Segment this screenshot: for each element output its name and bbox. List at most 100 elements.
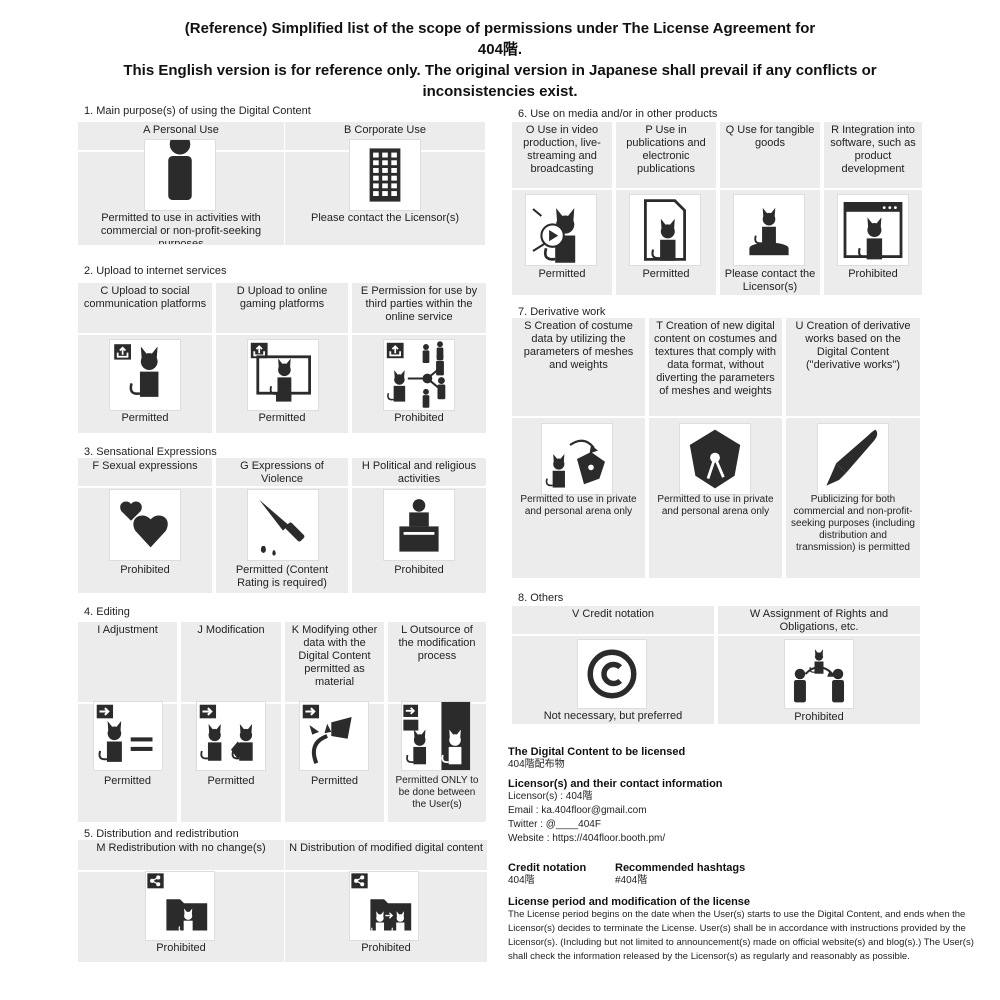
- permission-header-t: T Creation of new digital content on cos…: [654, 320, 777, 397]
- hearts-icon: [110, 490, 180, 560]
- costume-icon: [680, 424, 750, 494]
- section-label-sensational: 3. Sensational Expressions: [84, 446, 217, 458]
- permission-status-l: Permitted ONLY to be done between the Us…: [395, 775, 479, 810]
- material-icon: [300, 702, 368, 770]
- permission-header-j: J Modification: [197, 624, 265, 636]
- permission-status-n: Prohibited: [361, 942, 411, 954]
- licensor-line: Licensor(s) : 404階: [508, 791, 593, 802]
- permission-status-q: Please contact the Licensor(s): [724, 268, 816, 293]
- license-period-text: The License period begins on the date wh…: [508, 909, 974, 962]
- permission-header-o: O Use in video production, live-streamin…: [523, 124, 601, 175]
- permission-header-d: D Upload to online gaming platforms: [236, 285, 328, 310]
- podium-icon: [384, 490, 454, 560]
- cell-divider: [616, 188, 716, 190]
- permission-status-u: Publicizing for both commercial and non-…: [791, 494, 915, 553]
- website-line: Website : https://404floor.booth.pm/: [508, 833, 666, 844]
- permission-header-u: U Creation of derivative works based on …: [795, 320, 911, 371]
- permission-status-h: Prohibited: [394, 564, 444, 576]
- permission-header-r: R Integration into software, such as pro…: [830, 124, 916, 175]
- permission-header-a: A Personal Use: [143, 124, 219, 136]
- permission-status-f: Prohibited: [120, 564, 170, 576]
- credit-heading: Credit notation: [508, 862, 587, 874]
- cell-divider: [216, 333, 348, 335]
- section-label-derivative: 7. Derivative work: [518, 306, 606, 318]
- video-icon: [526, 195, 596, 265]
- permission-header-n: N Distribution of modified digital conte…: [289, 842, 483, 854]
- figure-icon: [734, 195, 804, 265]
- share-users-icon: [384, 340, 454, 410]
- content-heading: The Digital Content to be licensed: [508, 746, 686, 758]
- permission-status-w: Prohibited: [794, 711, 844, 723]
- permission-status-a: Permitted to use in activities with comm…: [100, 212, 262, 244]
- modify-icon: [197, 702, 265, 770]
- cell-divider: [512, 188, 612, 190]
- licensor-heading: Licensor(s) and their contact informatio…: [508, 778, 723, 790]
- hashtag-value: #404階: [615, 875, 648, 886]
- cell-divider: [512, 416, 645, 418]
- permission-status-o: Permitted: [538, 268, 586, 280]
- permission-status-e: Prohibited: [394, 412, 444, 424]
- permission-header-i: I Adjustment: [97, 624, 158, 636]
- section-label-media: 6. Use on media and/or in other products: [518, 108, 718, 120]
- cell-divider: [786, 416, 920, 418]
- permission-header-m: M Redistribution with no change(s): [96, 842, 266, 854]
- permission-status-t: Permitted to use in private and personal…: [657, 494, 774, 517]
- permission-status-s: Permitted to use in private and personal…: [520, 494, 637, 517]
- cell-divider: [78, 333, 212, 335]
- credit-value: 404階: [508, 875, 535, 886]
- cell-divider: [216, 486, 348, 488]
- costume-arrow-icon: [542, 424, 612, 494]
- permission-header-p: P Use in publications and electronic pub…: [626, 124, 706, 175]
- permission-header-q: Q Use for tangible goods: [725, 124, 815, 149]
- permission-header-s: S Creation of costume data by utilizing …: [523, 320, 634, 371]
- section-label-distribution: 5. Distribution and redistribution: [84, 828, 239, 840]
- permission-header-b: B Corporate Use: [344, 124, 426, 136]
- permission-header-f: F Sexual expressions: [92, 460, 198, 472]
- permission-status-i: Permitted: [103, 775, 152, 787]
- cell-divider: [718, 634, 920, 636]
- license-period-block: License period and modification of the l…: [508, 896, 990, 964]
- copyright-icon: [578, 640, 646, 708]
- permission-header-h: H Political and religious activities: [361, 460, 477, 485]
- permission-header-w: W Assignment of Rights and Obligations, …: [749, 608, 889, 633]
- cell-divider: [285, 870, 487, 872]
- knife-icon: [248, 490, 318, 560]
- credit-block: Credit notation 404階: [508, 862, 618, 888]
- building-icon: [350, 140, 420, 210]
- permission-status-k: Permitted: [310, 775, 359, 787]
- section-label-others: 8. Others: [518, 592, 564, 604]
- hashtag-heading: Recommended hashtags: [615, 862, 746, 874]
- cell-divider: [352, 486, 486, 488]
- permission-status-r: Prohibited: [848, 268, 898, 280]
- permission-header-k: K Modifying other data with the Digital …: [291, 624, 378, 688]
- permission-status-m: Prohibited: [156, 942, 206, 954]
- cell-divider: [649, 416, 782, 418]
- permission-status-j: Permitted: [207, 775, 255, 787]
- cell-divider: [352, 333, 486, 335]
- license-period-heading: License period and modification of the l…: [508, 896, 751, 908]
- email-line: Email : ka.404floor@gmail.com: [508, 805, 647, 816]
- transfer-icon: [785, 640, 853, 708]
- upload-avatar-icon: [110, 340, 180, 410]
- permission-header-l: L Outsource of the modification process: [398, 624, 476, 662]
- hashtag-block: Recommended hashtags #404階: [615, 862, 815, 888]
- permission-status-c: Permitted: [121, 412, 169, 424]
- cell-divider: [78, 870, 284, 872]
- cell-divider: [512, 634, 714, 636]
- upload-monitor-icon: [248, 340, 318, 410]
- permission-status-b: Please contact the Licensor(s): [311, 212, 459, 224]
- cell-divider: [824, 188, 922, 190]
- adjust-equal-icon: [94, 702, 162, 770]
- twitter-line: Twitter : @____404F: [508, 819, 601, 830]
- permission-header-v: V Credit notation: [572, 608, 654, 620]
- share-modified-icon: [350, 872, 418, 940]
- info-block: The Digital Content to be licensed 404階配…: [508, 746, 990, 846]
- permission-status-g: Permitted (Content Rating is required): [235, 564, 329, 589]
- outsource-icon: [402, 702, 470, 770]
- document-icon: [630, 195, 700, 265]
- permission-status-d: Permitted: [258, 412, 306, 424]
- content-value: 404階配布物: [508, 759, 565, 770]
- permission-status-p: Permitted: [642, 268, 690, 280]
- section-label-editing: 4. Editing: [84, 606, 130, 618]
- permission-status-v: Not necessary, but preferred: [543, 710, 683, 722]
